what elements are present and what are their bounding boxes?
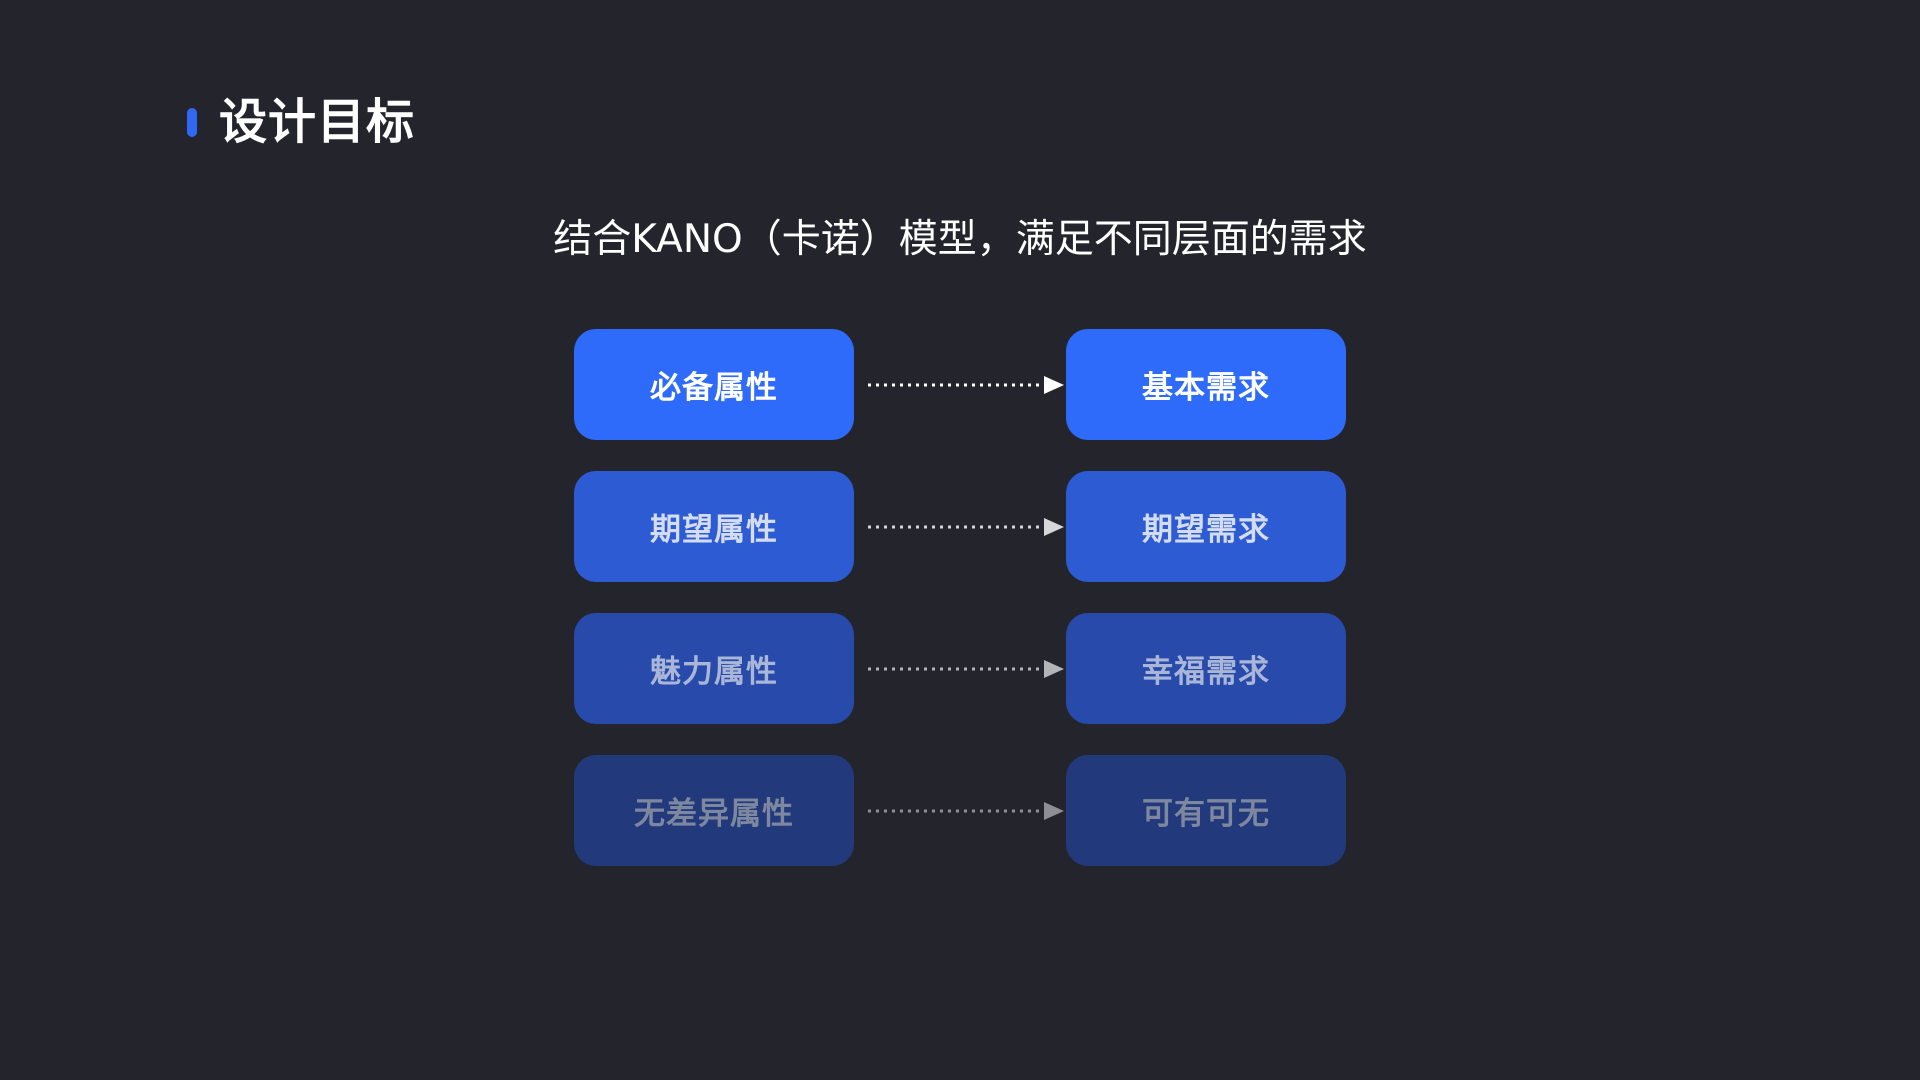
- need-label: 基本需求: [1142, 370, 1270, 406]
- mapping-row-basic: 必备属性 基本需求: [574, 329, 1346, 440]
- arrow-head: [1044, 518, 1064, 536]
- kano-mapping: 必备属性 基本需求 期望属性 期望需求 魅力属性 幸福需求 无差异属性 可有可无: [574, 329, 1346, 897]
- section-header: 设计目标: [187, 92, 415, 152]
- attribute-label: 必备属性: [650, 370, 778, 406]
- need-box-delight: 幸福需求: [1066, 613, 1346, 724]
- mapping-row-indifferent: 无差异属性 可有可无: [574, 755, 1346, 866]
- dotted-arrow: [868, 518, 1064, 536]
- arrow-head: [1044, 376, 1064, 394]
- arrow-connector: [866, 658, 1066, 680]
- dotted-arrow: [868, 376, 1064, 394]
- arrow-connector: [866, 374, 1066, 396]
- page-title: 设计目标: [219, 94, 416, 150]
- attribute-label: 期望属性: [650, 512, 778, 548]
- attribute-label: 无差异属性: [634, 796, 794, 832]
- need-label: 期望需求: [1142, 512, 1270, 548]
- attribute-box-one-dimensional: 期望属性: [574, 471, 854, 582]
- attribute-box-indifferent: 无差异属性: [574, 755, 854, 866]
- need-box-optional: 可有可无: [1066, 755, 1346, 866]
- arrow-head: [1044, 802, 1064, 820]
- subtitle: 结合KANO（卡诺）模型，满足不同层面的需求: [553, 217, 1367, 262]
- attribute-box-attractive: 魅力属性: [574, 613, 854, 724]
- arrow-connector: [866, 800, 1066, 822]
- dotted-arrow: [868, 660, 1064, 678]
- mapping-row-expected: 期望属性 期望需求: [574, 471, 1346, 582]
- arrow-connector: [866, 516, 1066, 538]
- accent-bar: [187, 107, 197, 137]
- dotted-arrow: [868, 802, 1064, 820]
- arrow-head: [1044, 660, 1064, 678]
- attribute-box-must-be: 必备属性: [574, 329, 854, 440]
- need-box-expected: 期望需求: [1066, 471, 1346, 582]
- mapping-row-attractive: 魅力属性 幸福需求: [574, 613, 1346, 724]
- need-label: 可有可无: [1142, 796, 1270, 832]
- need-label: 幸福需求: [1142, 654, 1270, 690]
- attribute-label: 魅力属性: [650, 654, 778, 690]
- need-box-basic: 基本需求: [1066, 329, 1346, 440]
